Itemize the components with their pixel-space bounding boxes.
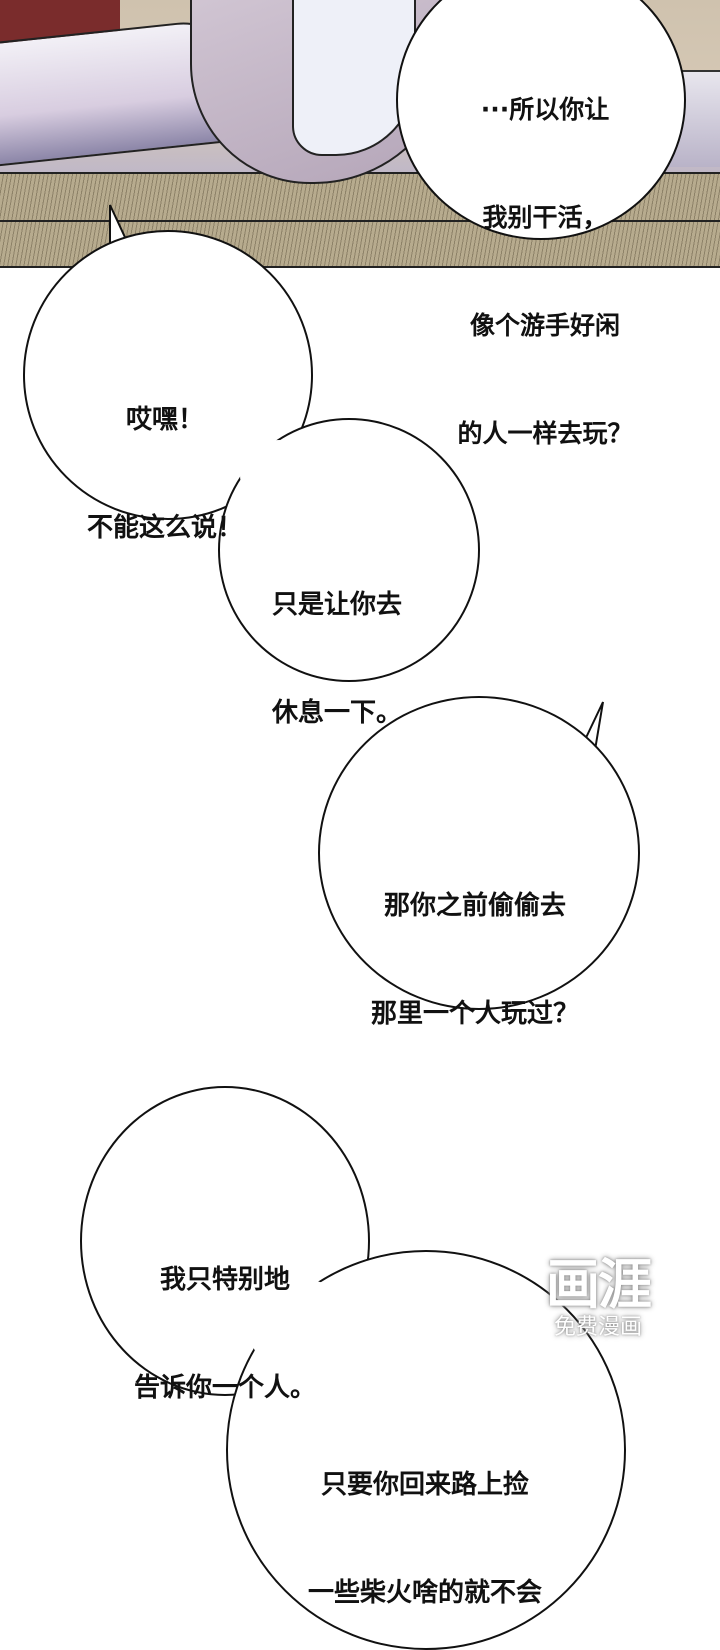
watermark-logo: 画涯 xyxy=(546,1253,652,1316)
bubble-6-line-1: 只要你回来路上捡 xyxy=(320,1470,529,1500)
bubble-1-line-1: ···所以你让 xyxy=(480,95,610,124)
bubble-1-line-3: 像个游手好闲 xyxy=(469,311,620,340)
bubble-2-line-2: 不能这么说！ xyxy=(86,513,243,543)
bubble-1-line-4: 的人一样去玩？ xyxy=(457,419,633,448)
bubble-1-line-2: 我别干活， xyxy=(482,203,608,232)
bubble-2-text: 哎嘿！ 不能这么说！ xyxy=(60,330,270,582)
speech-bubble-1 xyxy=(396,0,686,240)
bubble-1-text: ···所以你让 我别干活， 像个游手好闲 的人一样去玩？ xyxy=(430,20,660,488)
speech-bubble-4 xyxy=(318,696,640,1010)
bubble-join-cover xyxy=(240,440,320,510)
bubble-5-line-2: 告诉你一个人。 xyxy=(133,1373,316,1403)
bubble-4-line-1: 那你之前偷偷去 xyxy=(383,891,566,921)
watermark: 画涯 免费漫画 xyxy=(538,1255,658,1341)
bubble-3-text: 只是让你去 休息一下。 xyxy=(250,515,472,767)
bubble-2-line-1: 哎嘿！ xyxy=(125,405,204,435)
floor-seam xyxy=(0,220,720,222)
watermark-subtitle: 免费漫画 xyxy=(553,1315,642,1340)
bubble-5-line-1: 我只特别地 xyxy=(159,1265,290,1295)
bubble-3-line-1: 只是让你去 xyxy=(272,590,403,620)
bubble-5-text: 我只特别地 告诉你一个人。 xyxy=(110,1190,340,1442)
bubble-6-line-2: 一些柴火啥的就不会 xyxy=(307,1578,542,1608)
bubble-join-cover-2 xyxy=(250,1280,360,1380)
bubble-6-text: 只要你回来路上捡 一些柴火啥的就不会 xyxy=(280,1395,570,1647)
bubble-4-line-2: 那里一个人玩过？ xyxy=(370,999,579,1029)
bubble-4-text: 那你之前偷偷去 那里一个人玩过？ xyxy=(340,816,610,1068)
bubble-3-line-2: 休息一下。 xyxy=(272,698,403,728)
